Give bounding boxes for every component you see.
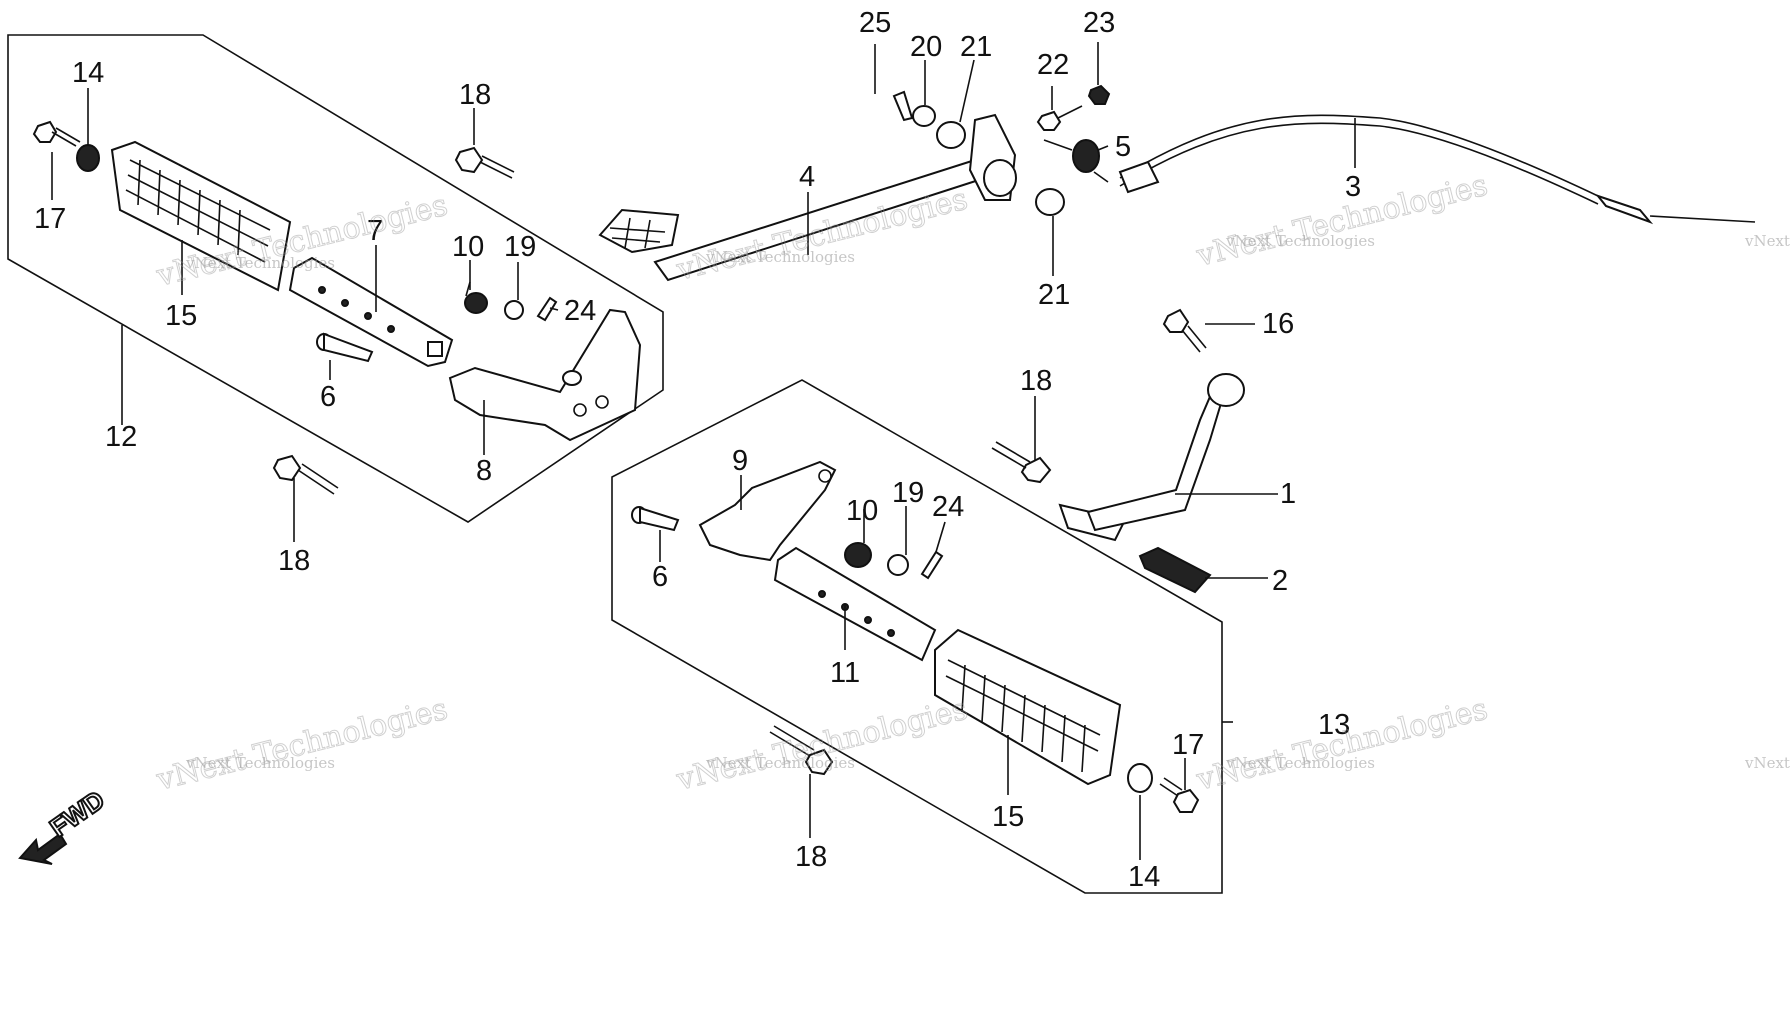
- seal-21-lower: [1035, 188, 1065, 216]
- callout-15-left: 15: [165, 300, 197, 332]
- callout-18-middle: 18: [1020, 365, 1052, 397]
- step-holder-right: [698, 460, 837, 562]
- callout-19-right: 19: [892, 477, 924, 509]
- callout-8: 8: [476, 455, 492, 487]
- fwd-arrow-icon: [18, 832, 68, 865]
- bolt-18-lower-right: [769, 725, 834, 776]
- callout-24-left: 24: [564, 295, 596, 327]
- nut-23: [1087, 84, 1111, 105]
- callout-20: 20: [910, 31, 942, 63]
- cable-end-left: [1118, 160, 1160, 194]
- callout-21-upper: 21: [960, 31, 992, 63]
- callout-24-right: 24: [932, 491, 964, 523]
- assembly-12-outline: [7, 34, 664, 523]
- watermark-3: vNext Technologies: [705, 248, 855, 266]
- callout-17-right: 17: [1172, 729, 1204, 761]
- gear-shift-pedal: [1058, 373, 1245, 542]
- footpeg-rubber-right: [934, 628, 1122, 786]
- spring-5: [1043, 139, 1109, 183]
- callout-5: 5: [1115, 131, 1131, 163]
- footpeg-bracket-left: [288, 256, 454, 368]
- callout-13: 13: [1318, 709, 1350, 741]
- callout-9: 9: [732, 445, 748, 477]
- bolt-17-right: [1159, 777, 1200, 813]
- watermark-6: vNext Technologies: [1192, 168, 1491, 274]
- washer-14-left: [76, 144, 100, 172]
- callout-25: 25: [859, 7, 891, 39]
- shift-rubber-2: [1138, 546, 1212, 594]
- watermark-5: vNext Technologies: [1225, 232, 1375, 250]
- callout-1: 1: [1280, 478, 1296, 510]
- leader-lines: [51, 42, 1356, 860]
- step-holder-left: [448, 308, 642, 442]
- watermark-11: vNext Technologies: [1225, 754, 1375, 772]
- bolt-18-lower-left: [272, 454, 339, 495]
- footpeg-bracket-right: [773, 546, 937, 662]
- spring-10-left: [464, 281, 488, 314]
- callout-10-left: 10: [452, 231, 484, 263]
- callout-18-lower-right: 18: [795, 841, 827, 873]
- bolt-22: [1036, 105, 1083, 131]
- brake-cable-inner: [1119, 122, 1599, 205]
- callout-12: 12: [105, 421, 137, 453]
- watermark-1: vNext Technologies: [185, 254, 335, 272]
- callout-7: 7: [367, 215, 383, 247]
- bolt-17-left: [32, 120, 81, 147]
- callout-17-left: 17: [34, 203, 66, 235]
- washer-19-right: [887, 554, 909, 576]
- watermark-7: vNext Technologies: [185, 754, 335, 772]
- callout-2: 2: [1272, 565, 1288, 597]
- bolt-18-upper-left: [454, 146, 515, 179]
- assembly-13-outline: [611, 379, 1223, 894]
- pin-6-left: [316, 332, 374, 363]
- brake-rod: [1649, 215, 1756, 223]
- washer-14-right: [1127, 763, 1153, 793]
- callout-6-left: 6: [320, 381, 336, 413]
- watermark-8: vNext Technologies: [152, 692, 451, 798]
- callout-6-right: 6: [652, 561, 668, 593]
- cotter-pin-24-right: [920, 550, 944, 580]
- brake-cable: [1119, 114, 1599, 197]
- bolt-18-middle: [991, 441, 1052, 484]
- brake-pedal: [598, 113, 1017, 282]
- callout-10-right: 10: [846, 495, 878, 527]
- callout-14-left: 14: [72, 57, 104, 89]
- callout-15-right: 15: [992, 801, 1024, 833]
- cotter-pin-25: [892, 90, 914, 122]
- callout-18-lower-left: 18: [278, 545, 310, 577]
- bolt-16: [1162, 308, 1207, 353]
- callouts: 1 2 3 4 5 6 6 7 8 9 10 10 11 12 13 14 14…: [34, 7, 1361, 893]
- callout-22: 22: [1037, 49, 1069, 81]
- pin-6-right: [631, 506, 680, 532]
- brake-cable-end-right: [1595, 193, 1654, 225]
- callout-14-right: 14: [1128, 861, 1160, 893]
- callout-21-lower: 21: [1038, 279, 1070, 311]
- cotter-pin-24-left: [536, 296, 558, 322]
- callout-3: 3: [1345, 171, 1361, 203]
- callout-4: 4: [799, 161, 815, 193]
- spring-10-right: [844, 542, 872, 568]
- footpeg-rubber-left: [110, 140, 292, 292]
- callout-11: 11: [830, 657, 860, 689]
- washer-19-left: [504, 300, 524, 320]
- watermark-4: vNext Technologies: [672, 182, 971, 288]
- watermark-14: vNext Technologies: [1744, 754, 1792, 772]
- watermark-12: vNext Technologies: [1192, 692, 1491, 798]
- seal-21-upper: [936, 121, 966, 149]
- watermark-13: vNext Technologies: [1744, 232, 1792, 250]
- fwd-label: FWD: [44, 784, 110, 843]
- callout-16: 16: [1262, 308, 1294, 340]
- washer-20: [912, 105, 936, 127]
- callout-18-upper-left: 18: [459, 79, 491, 111]
- callout-23: 23: [1083, 7, 1115, 39]
- callout-19-left: 19: [504, 231, 536, 263]
- watermark-9: vNext Technologies: [705, 754, 855, 772]
- watermark-10: vNext Technologies: [672, 692, 971, 798]
